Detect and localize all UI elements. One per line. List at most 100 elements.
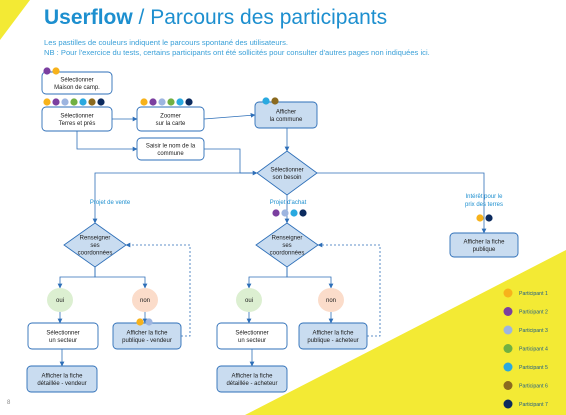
participant-dot bbox=[167, 98, 175, 106]
participant-dot bbox=[61, 98, 69, 106]
branch-label-achat-0: Projet d'achat bbox=[270, 200, 307, 206]
node-zoomer-text-1: sur la carte bbox=[156, 121, 186, 127]
participant-dot bbox=[136, 318, 144, 326]
node-secteur-vente-text-0: Sélectionner bbox=[46, 330, 79, 336]
yellow-corner-top bbox=[0, 0, 30, 40]
node-zoomer-text-0: Zoomer bbox=[160, 113, 181, 119]
node-fiche-pub-acheteur-text-0: Afficher la fiche bbox=[313, 330, 355, 336]
subtitle-line-2: NB : Pour l'exercice du tests, certains … bbox=[44, 48, 430, 57]
legend-label: Participant 1 bbox=[519, 291, 548, 297]
legend-item-2: Participant 2 bbox=[503, 307, 548, 316]
ek-saisir-besoin bbox=[204, 148, 258, 176]
page-title: Userflow / Parcours des participants bbox=[44, 6, 387, 30]
node-saisir-text-1: commune bbox=[157, 151, 184, 157]
node-rens-achat-text-2: coordonnées bbox=[270, 251, 305, 257]
node-besoin-shape bbox=[256, 150, 318, 196]
participant-dot bbox=[299, 209, 307, 217]
dots-achat bbox=[272, 209, 307, 217]
legend-dot bbox=[503, 344, 513, 353]
node-non-vente-text-0: non bbox=[140, 298, 150, 304]
ek-rensvente-non bbox=[94, 267, 148, 289]
node-rens-vente-shape bbox=[63, 222, 127, 268]
node-terres-shape bbox=[41, 106, 113, 132]
ek-besoin-vente bbox=[92, 172, 257, 224]
node-fiche-det-acheteur-text-1: détaillée - acheteur bbox=[226, 381, 277, 387]
legend-item-3: Participant 3 bbox=[503, 325, 548, 335]
node-fiche-det-acheteur: Afficher la fiche détaillée - acheteur bbox=[216, 365, 288, 393]
node-saisir-text-0: Saisir le nom de la bbox=[146, 143, 196, 149]
title-strong: Userflow bbox=[44, 6, 133, 29]
participant-dot bbox=[79, 98, 87, 106]
node-oui-vente-text-0: oui bbox=[56, 298, 64, 304]
dots-afficher-commune bbox=[262, 97, 279, 105]
ek-terres-saisir bbox=[76, 131, 138, 152]
participant-dot bbox=[149, 98, 157, 106]
node-fiche-pub-acheteur: Afficher la fiche publique - acheteur bbox=[298, 322, 368, 350]
participant-dot bbox=[485, 214, 493, 222]
participant-dot bbox=[158, 98, 166, 106]
legend-label: Participant 7 bbox=[519, 402, 548, 408]
dots-zoomer bbox=[140, 98, 193, 106]
node-fiche-det-acheteur-text-0: Afficher la fiche bbox=[232, 373, 274, 379]
legend-dot bbox=[503, 325, 513, 335]
legend-dot bbox=[503, 381, 513, 390]
node-secteur-vente: Sélectionner un secteur bbox=[27, 322, 99, 350]
node-secteur-vente-shape bbox=[27, 322, 99, 350]
node-rens-vente-text-0: Renseigner bbox=[80, 236, 111, 242]
participant-dot bbox=[185, 98, 193, 106]
subtitle-line-1: Les pastilles de couleurs indiquent le p… bbox=[44, 38, 288, 47]
participant-dot bbox=[281, 209, 289, 217]
participant-dot bbox=[88, 98, 96, 106]
legend-dot bbox=[503, 362, 513, 372]
node-secteur-vente-text-1: un secteur bbox=[49, 338, 77, 344]
node-zoomer: Zoomer sur la carte bbox=[136, 106, 205, 132]
branch-label-interet-0: Intérêt pour le bbox=[465, 194, 503, 200]
legend-label: Participant 3 bbox=[519, 328, 548, 334]
page-number: 8 bbox=[7, 400, 11, 406]
participant-dot bbox=[97, 98, 105, 106]
legend-label: Participant 6 bbox=[519, 384, 548, 390]
node-rens-vente-text-2: coordonnées bbox=[78, 251, 113, 257]
node-non-achat-text-0: non bbox=[326, 298, 336, 304]
legend-item-4: Participant 4 bbox=[503, 344, 548, 353]
node-secteur-achat-text-1: un secteur bbox=[238, 338, 266, 344]
participant-dot bbox=[43, 67, 51, 75]
node-non-achat: non bbox=[318, 288, 344, 312]
participant-dot bbox=[476, 214, 484, 222]
participant-dot bbox=[272, 209, 280, 217]
node-fiche-publique: Afficher la fiche publique bbox=[449, 232, 519, 258]
dots-terres bbox=[43, 98, 105, 106]
node-rens-achat-text-1: ses bbox=[282, 243, 291, 249]
ek-rensachat-oui bbox=[246, 267, 288, 289]
legend-label: Participant 4 bbox=[519, 347, 548, 353]
node-oui-achat: oui bbox=[236, 288, 262, 312]
node-afficher-commune-text-0: Afficher bbox=[276, 109, 296, 115]
ek-zoomer-afficher bbox=[203, 112, 256, 120]
node-fiche-publique-text-0: Afficher la fiche bbox=[464, 239, 506, 245]
ek-fichevendeur-loop bbox=[125, 242, 191, 337]
participant-dot bbox=[176, 98, 184, 106]
node-afficher-commune-text-1: la commune bbox=[270, 117, 303, 123]
node-terres-text-1: Terres et prés bbox=[59, 121, 96, 127]
branch-label-interet-1: prix des terres bbox=[465, 202, 503, 208]
legend-label: Participant 5 bbox=[519, 365, 548, 371]
node-fiche-det-vendeur-text-0: Afficher la fiche bbox=[42, 373, 84, 379]
legend-dot bbox=[503, 307, 513, 316]
node-fiche-publique-text-1: publique bbox=[473, 247, 496, 253]
node-fiche-det-vendeur-text-1: détaillée - vendeur bbox=[37, 381, 86, 387]
ek-rensvente-oui bbox=[57, 267, 96, 289]
node-fiche-pub-acheteur-text-1: publique - acheteur bbox=[307, 338, 358, 344]
node-fiche-pub-vendeur-text-1: publique - vendeur bbox=[122, 338, 172, 344]
node-saisir-shape bbox=[136, 137, 205, 161]
ek-rensachat-non bbox=[286, 267, 334, 289]
node-maison-text-0: Sélectionner bbox=[60, 77, 93, 83]
node-besoin-text-1: son besoin bbox=[272, 175, 301, 181]
participant-dot bbox=[52, 67, 60, 75]
participant-dot bbox=[262, 97, 270, 105]
